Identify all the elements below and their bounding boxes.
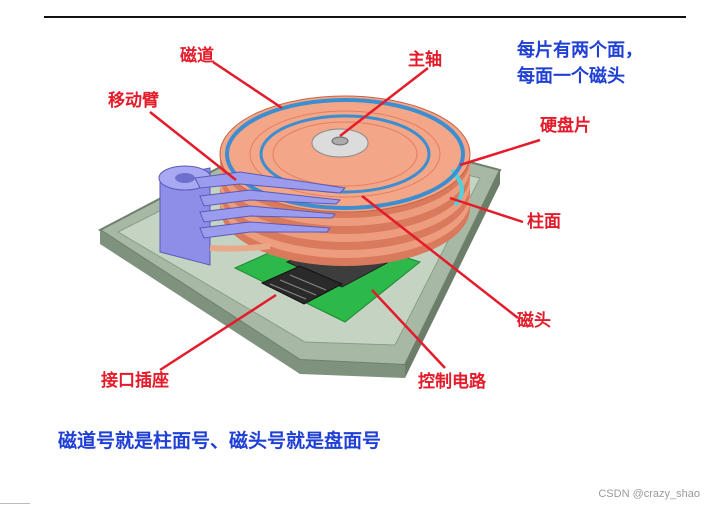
label-connector: 接口插座 xyxy=(101,373,169,390)
platter-note-line-1: 每片有两个面， xyxy=(517,38,643,64)
platter-note: 每片有两个面， 每面一个磁头 xyxy=(517,38,643,90)
corner-mark xyxy=(0,503,30,504)
summary-text: 磁道号就是柱面号、磁头号就是盘面号 xyxy=(58,426,381,453)
label-spindle: 主轴 xyxy=(408,52,442,69)
label-moving-arm: 移动臂 xyxy=(108,93,159,110)
arm-pivot xyxy=(175,173,195,183)
leader-track xyxy=(213,62,282,108)
label-platter: 硬盘片 xyxy=(540,118,591,135)
label-track: 磁道 xyxy=(180,48,214,65)
arm-ribbon xyxy=(210,246,270,249)
platter-note-line-2: 每面一个磁头 xyxy=(517,64,643,90)
leader-platter xyxy=(460,140,540,165)
label-control-circuit: 控制电路 xyxy=(418,374,486,391)
spindle-center xyxy=(332,137,348,145)
label-head: 磁头 xyxy=(517,313,551,330)
label-cylinder: 柱面 xyxy=(527,214,561,231)
watermark: CSDN @crazy_shao xyxy=(598,488,700,500)
